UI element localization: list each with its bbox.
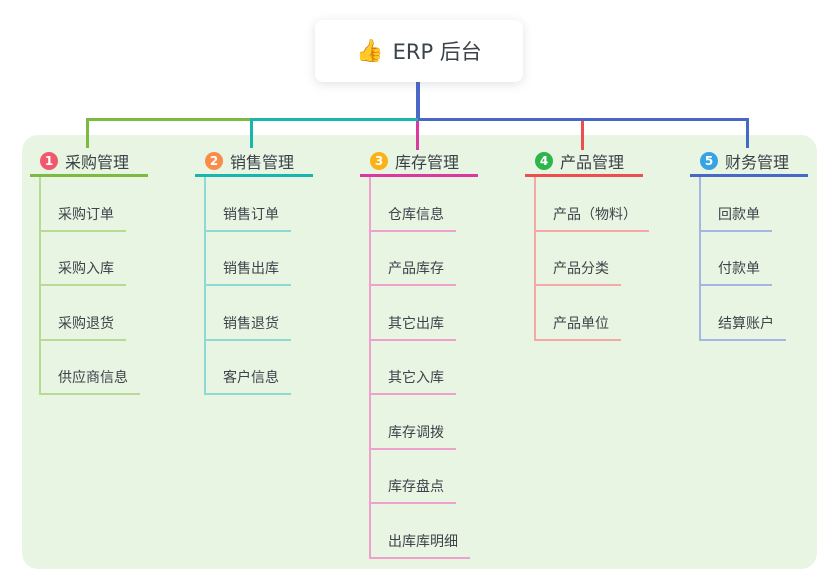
branch-children: 仓库信息 产品库存 其它出库 其它入库 库存调拨 库存盘点 出库库明细	[369, 177, 470, 559]
child-node[interactable]: 产品分类	[536, 232, 621, 286]
child-node[interactable]: 库存调拨	[371, 395, 456, 450]
child-node[interactable]: 产品（物料）	[536, 177, 649, 232]
branch-node[interactable]: 4 产品管理	[525, 150, 643, 177]
child-node[interactable]: 回款单	[701, 177, 772, 232]
branch-purchase: 1 采购管理 采购订单 采购入库 采购退货 供应商信息	[30, 150, 160, 395]
child-node[interactable]: 仓库信息	[371, 177, 456, 232]
branches-background-panel	[22, 135, 817, 569]
branch-number-badge: 2	[205, 151, 223, 170]
connector-branch2-drop	[250, 118, 253, 148]
connector-branch1-horizontal	[86, 118, 252, 121]
branch-children: 回款单 付款单 结算账户	[699, 177, 786, 341]
child-node[interactable]: 付款单	[701, 232, 772, 286]
branch-children: 采购订单 采购入库 采购退货 供应商信息	[39, 177, 140, 395]
child-node[interactable]: 销售退货	[206, 286, 291, 341]
branch-inventory: 3 库存管理 仓库信息 产品库存 其它出库 其它入库 库存调拨 库存盘点 出库库…	[360, 150, 490, 559]
child-node[interactable]: 销售出库	[206, 232, 291, 286]
branch-product: 4 产品管理 产品（物料） 产品分类 产品单位	[525, 150, 655, 341]
connector-branch5-horizontal	[418, 118, 749, 121]
child-node[interactable]: 采购订单	[41, 177, 126, 232]
branch-finance: 5 财务管理 回款单 付款单 结算账户	[690, 150, 820, 341]
child-node[interactable]: 产品库存	[371, 232, 456, 286]
root-node[interactable]: 👍 ERP 后台	[315, 20, 523, 82]
branch-number-badge: 5	[700, 151, 718, 170]
child-node[interactable]: 结算账户	[701, 286, 786, 341]
child-node[interactable]: 其它出库	[371, 286, 456, 341]
branch-number-badge: 4	[535, 151, 553, 170]
child-node[interactable]: 采购退货	[41, 286, 126, 341]
branch-number-badge: 1	[40, 151, 58, 170]
branch-node[interactable]: 2 销售管理	[195, 150, 313, 177]
connector-branch5-drop	[746, 118, 749, 148]
root-title: ERP 后台	[392, 40, 482, 64]
branch-children: 产品（物料） 产品分类 产品单位	[534, 177, 649, 341]
branch-children: 销售订单 销售出库 销售退货 客户信息	[204, 177, 291, 395]
child-node[interactable]: 客户信息	[206, 341, 291, 395]
branch-title: 销售管理	[230, 152, 295, 172]
branch-title: 产品管理	[560, 152, 625, 172]
branch-node[interactable]: 1 采购管理	[30, 150, 148, 177]
child-node[interactable]: 出库库明细	[371, 504, 470, 559]
branch-sales: 2 销售管理 销售订单 销售出库 销售退货 客户信息	[195, 150, 325, 395]
branch-node[interactable]: 5 财务管理	[690, 150, 808, 177]
connector-branch1-drop	[86, 118, 89, 148]
child-node[interactable]: 产品单位	[536, 286, 621, 341]
branch-title: 采购管理	[65, 152, 130, 172]
thumbs-up-icon: 👍	[356, 38, 384, 64]
connector-branch4-drop	[581, 121, 584, 150]
child-node[interactable]: 其它入库	[371, 341, 456, 395]
branch-node[interactable]: 3 库存管理	[360, 150, 478, 177]
child-node[interactable]: 采购入库	[41, 232, 126, 286]
root-stem-connector	[416, 82, 420, 119]
connector-branch2-horizontal	[250, 118, 418, 121]
child-node[interactable]: 库存盘点	[371, 450, 456, 504]
child-node[interactable]: 销售订单	[206, 177, 291, 232]
connector-branch3-drop	[416, 121, 419, 150]
branch-number-badge: 3	[370, 151, 388, 170]
child-node[interactable]: 供应商信息	[41, 341, 140, 395]
branch-title: 库存管理	[395, 152, 460, 172]
branch-title: 财务管理	[725, 152, 790, 172]
